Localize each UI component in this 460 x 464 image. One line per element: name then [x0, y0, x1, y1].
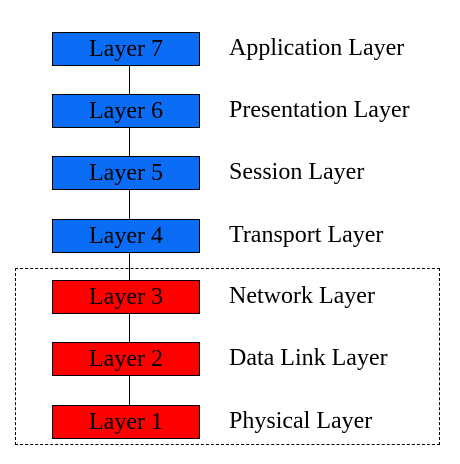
layer-2-box: Layer 2	[52, 342, 200, 376]
layer-6-name: Presentation Layer	[229, 97, 410, 123]
layer-2-name: Data Link Layer	[229, 345, 388, 371]
layer-row-6: Layer 6 Presentation Layer	[0, 94, 460, 128]
layer-7-name: Application Layer	[229, 35, 405, 61]
lower-layers-dashed-group	[15, 268, 440, 445]
layer-row-3: Layer 3 Network Layer	[0, 280, 460, 314]
layer-4-box: Layer 4	[52, 219, 200, 253]
layer-3-box: Layer 3	[52, 280, 200, 314]
layer-6-box: Layer 6	[52, 94, 200, 128]
layer-7-box: Layer 7	[52, 32, 200, 66]
layer-3-name: Network Layer	[229, 283, 375, 309]
layer-row-2: Layer 2 Data Link Layer	[0, 342, 460, 376]
layer-row-7: Layer 7 Application Layer	[0, 32, 460, 66]
layer-4-name: Transport Layer	[229, 222, 384, 248]
layer-row-5: Layer 5 Session Layer	[0, 156, 460, 190]
layer-row-4: Layer 4 Transport Layer	[0, 219, 460, 253]
layer-1-name: Physical Layer	[229, 408, 373, 434]
layer-row-1: Layer 1 Physical Layer	[0, 405, 460, 439]
layer-5-box: Layer 5	[52, 156, 200, 190]
layer-1-box: Layer 1	[52, 405, 200, 439]
layer-5-name: Session Layer	[229, 159, 365, 185]
